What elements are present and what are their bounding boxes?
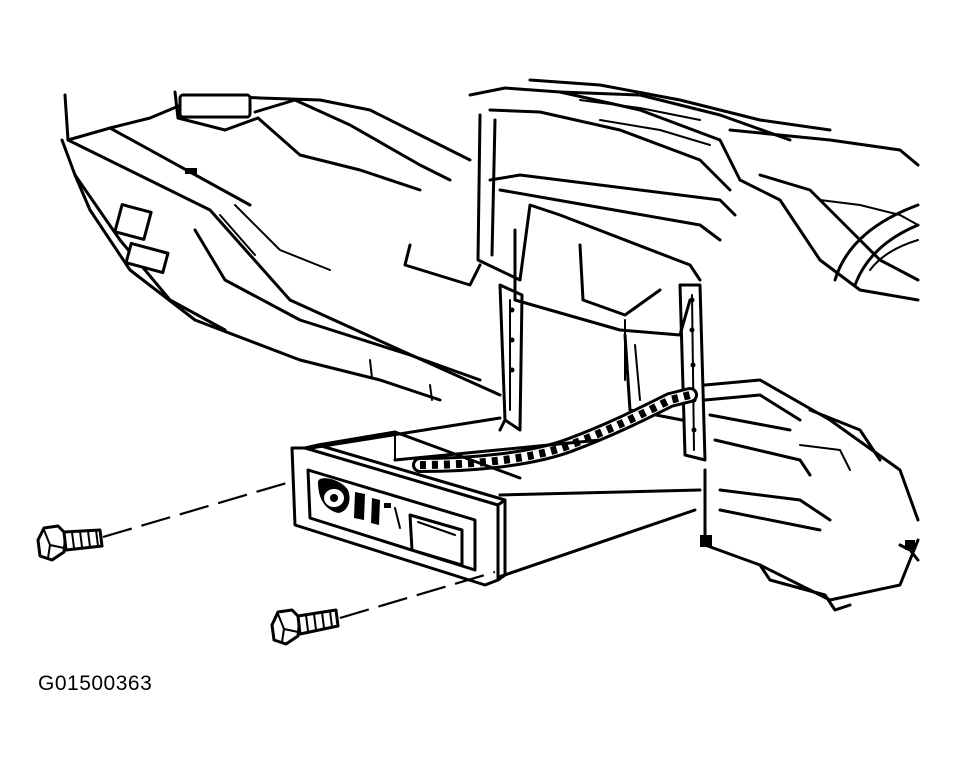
radio-control-module	[290, 430, 522, 587]
alignment-lines	[102, 480, 496, 620]
wiring-harness	[412, 387, 698, 473]
bolt-upper	[36, 524, 104, 562]
bolt-lower	[270, 608, 340, 646]
fastener-bolts	[36, 524, 340, 646]
instrument-panel	[60, 78, 920, 612]
figure-id-label: G01500363	[38, 672, 153, 695]
